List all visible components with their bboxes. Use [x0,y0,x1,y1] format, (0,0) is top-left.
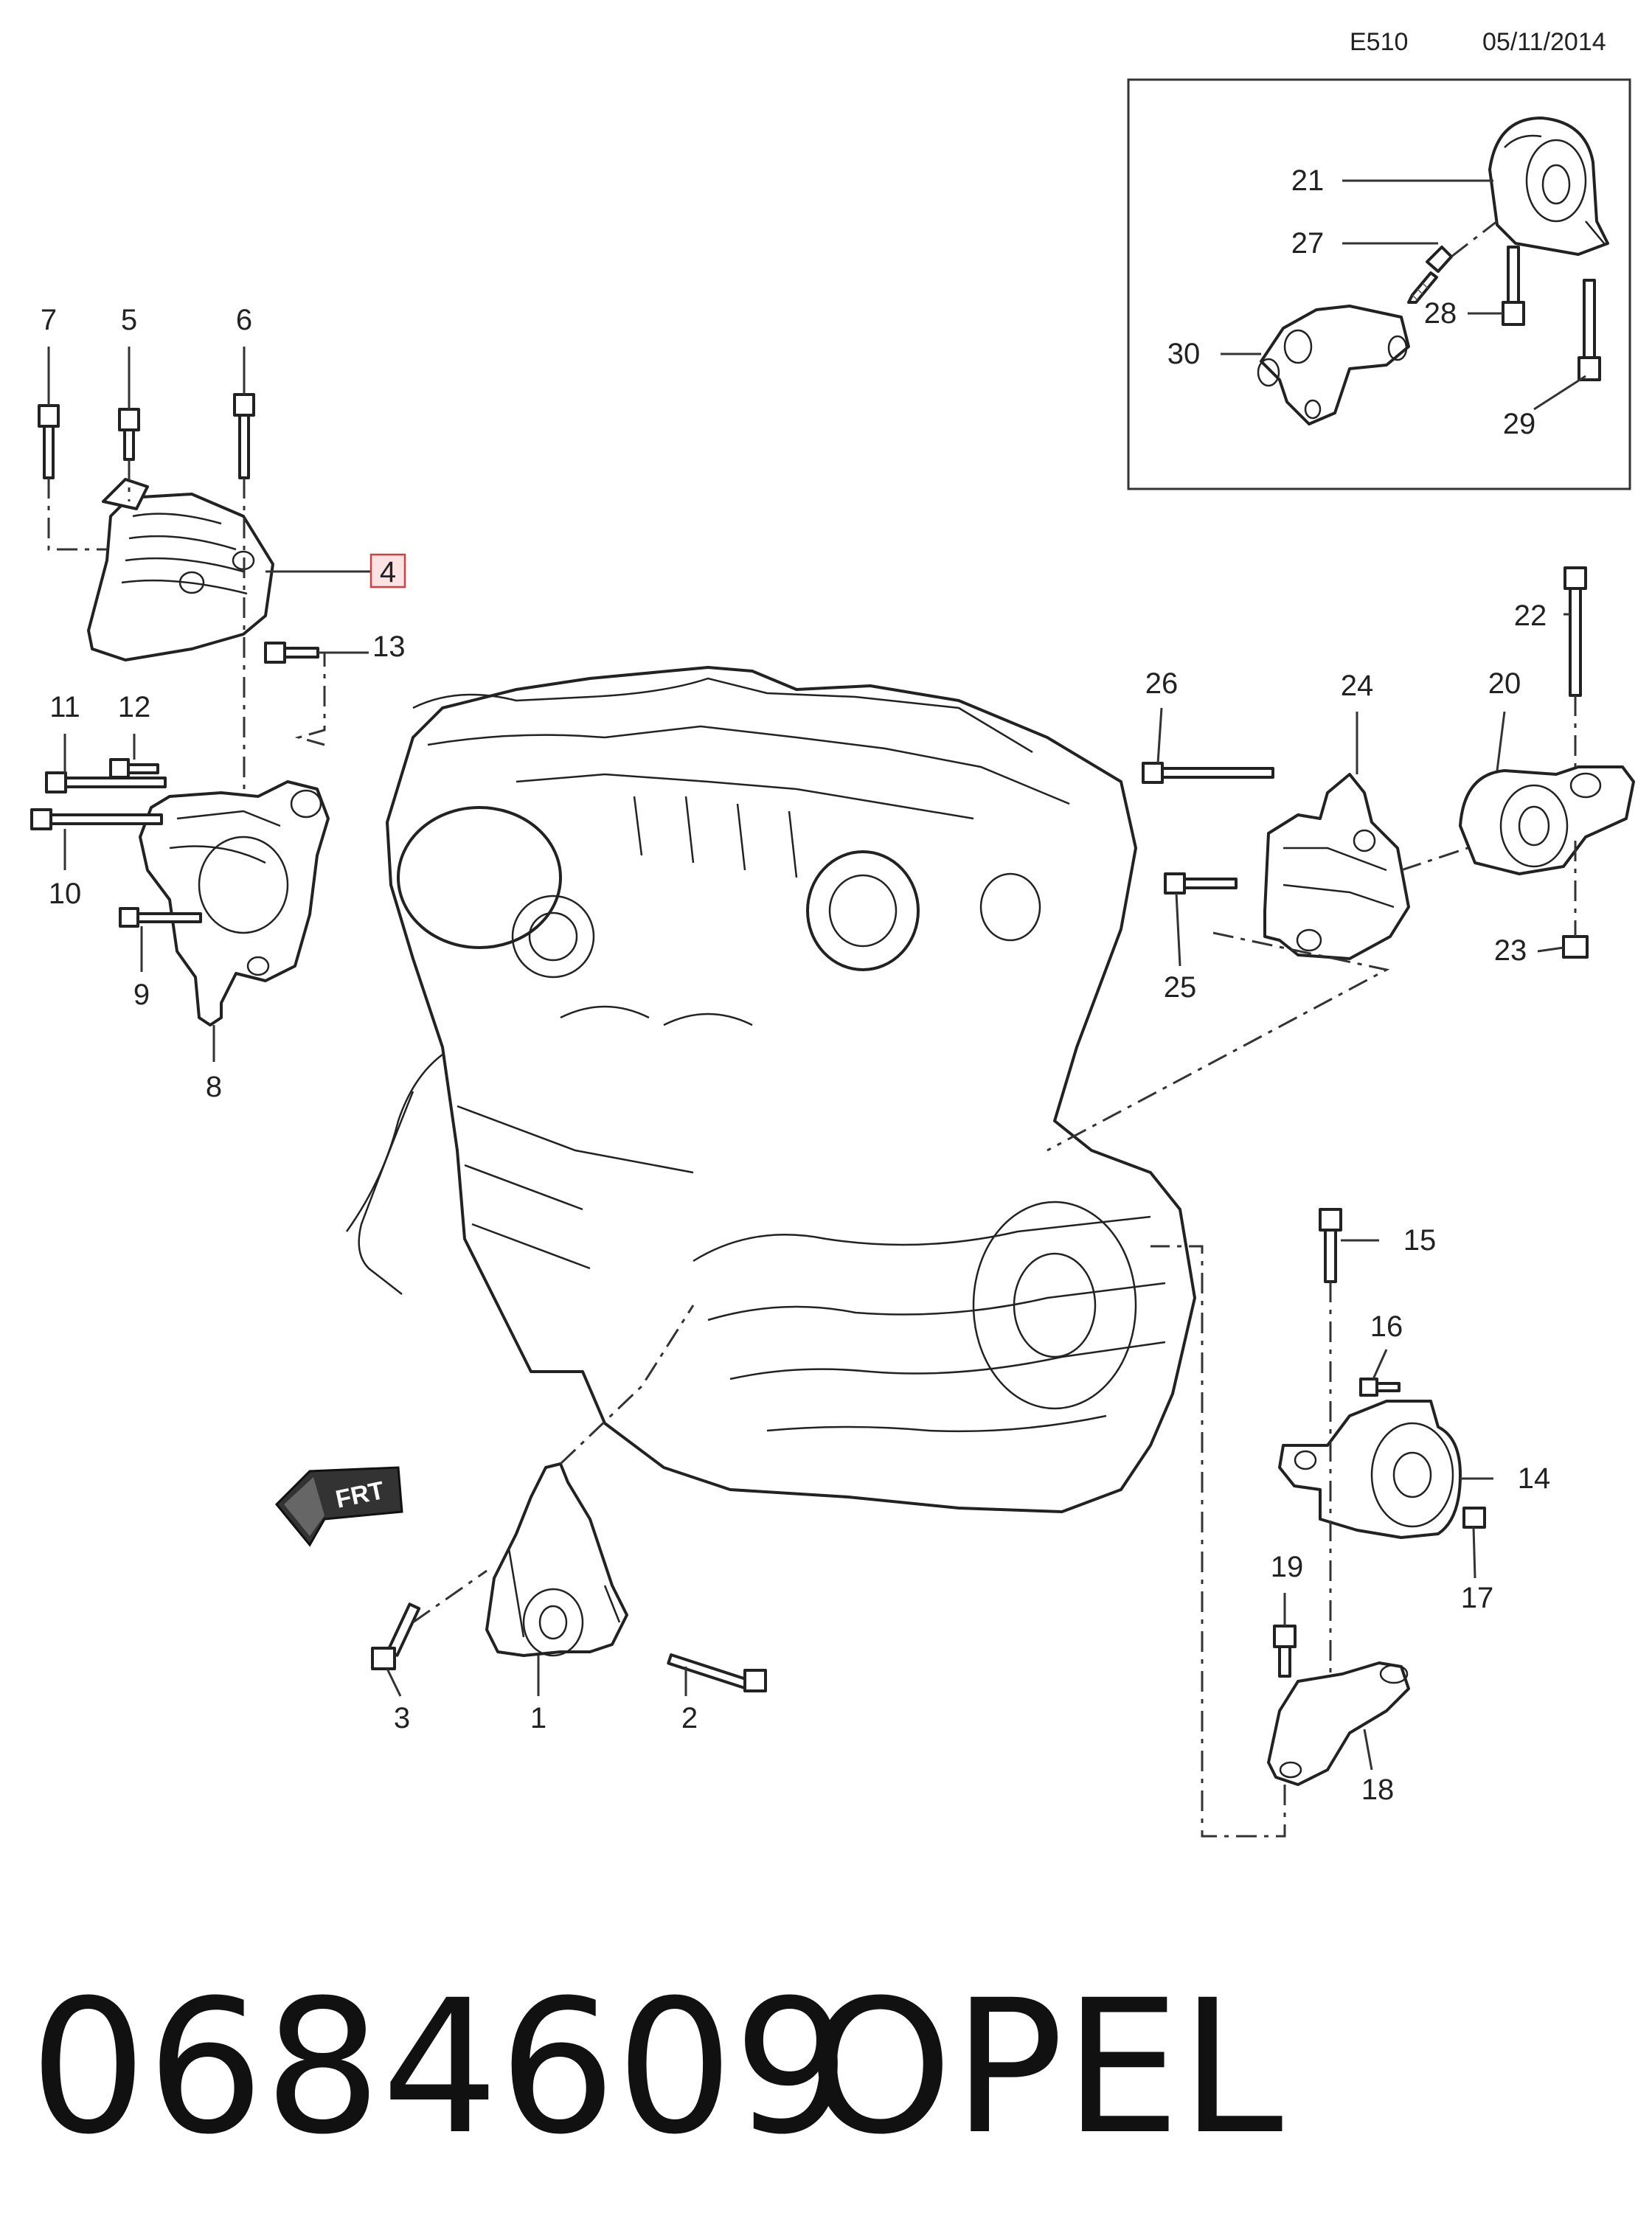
inset-frame [1127,78,1631,490]
assembly-line [47,478,107,551]
part-13-bolt-drawing [264,642,319,664]
assembly-line [1150,1245,1286,1838]
part-14-mount-drawing [1278,1400,1462,1539]
brand-name: OPEL [808,1960,1283,2175]
part-22-bolt-drawing [1564,566,1587,697]
part-24-bracket-drawing [1263,773,1410,960]
leader-line [1363,1729,1373,1771]
assembly-line [412,1569,487,1624]
part-18-bracket-drawing [1267,1661,1410,1786]
part-30-bracket-drawing [1257,305,1410,425]
part-11-bolt-drawing [45,771,167,793]
part-3-bolt-drawing [371,1602,421,1670]
leader-line [1372,1349,1388,1380]
callout-2: 2 [681,1702,698,1734]
callout-11: 11 [49,691,80,723]
part-12-bolt-drawing [109,758,159,779]
callout-23: 23 [1494,934,1527,967]
leader-line [386,1668,402,1697]
part-4-engine-mount-drawing [87,478,274,661]
leader-line [1156,707,1163,764]
part-29-bolt-drawing [1578,279,1601,381]
part-27-bolt-drawing [1407,246,1453,304]
callout-14: 14 [1518,1462,1551,1495]
part-17-nut-drawing [1462,1507,1486,1529]
callout-3: 3 [394,1702,410,1734]
callout-21: 21 [1291,164,1325,197]
front-direction-arrow-icon: FRT [274,1466,403,1547]
part-23-nut-drawing [1562,935,1589,959]
callout-27: 27 [1291,227,1325,260]
leader-line [1533,375,1586,411]
part-21-mount-drawing [1488,117,1609,256]
part-1-mount-drawing [485,1462,628,1657]
callout-10: 10 [49,878,82,910]
part-number: 0684609 [30,1960,850,2175]
part-5-bolt-drawing [118,408,140,461]
callout-16: 16 [1370,1310,1403,1343]
part-15-bolt-drawing [1319,1208,1342,1283]
part-28-bolt-drawing [1502,246,1525,326]
part-9-bolt-drawing [119,907,202,928]
engine-gearbox-assembly-drawing [345,666,1196,1513]
part-6-bolt-drawing [233,393,255,479]
callout-12: 12 [118,691,151,723]
diagram-code: E510 [1350,28,1408,56]
callout-6: 6 [236,304,252,336]
callout-9: 9 [133,979,150,1011]
part-25-bolt-drawing [1164,872,1238,895]
highlight-box-callout-4[interactable] [369,553,406,588]
callout-29: 29 [1503,408,1536,440]
leader-line [1175,892,1181,967]
callout-1: 1 [530,1702,546,1734]
callout-5: 5 [121,304,137,336]
callout-18: 18 [1361,1774,1395,1806]
leader-line [1537,946,1564,953]
callout-30: 30 [1167,338,1201,370]
part-7-bolt-drawing [38,404,60,479]
part-8-bracket-drawing [139,780,330,1027]
callout-24: 24 [1341,670,1374,702]
callout-15: 15 [1403,1224,1437,1257]
part-10-bolt-drawing [30,808,163,830]
callout-7: 7 [41,304,57,336]
assembly-line [294,651,326,746]
part-20-mount-drawing [1459,765,1635,875]
leader-line [1496,711,1506,771]
callout-13: 13 [372,631,406,663]
callout-17: 17 [1461,1582,1494,1614]
callout-8: 8 [206,1071,222,1103]
part-2-bolt-drawing [667,1653,767,1692]
assembly-line [559,1305,695,1465]
part-16-bolt-drawing [1359,1378,1401,1397]
part-26-bolt-drawing [1142,762,1274,784]
callout-25: 25 [1164,971,1197,1004]
assembly-line [1401,847,1468,872]
diagram-date: 05/11/2014 [1482,28,1606,56]
assembly-line [1047,931,1390,1152]
part-19-bolt-drawing [1273,1625,1297,1678]
callout-22: 22 [1514,600,1547,632]
callout-4[interactable]: 4 [380,556,396,588]
leader-line [1472,1526,1476,1579]
callout-28: 28 [1424,297,1457,330]
callout-19: 19 [1271,1551,1304,1583]
assembly-line [1451,220,1498,258]
callout-26: 26 [1145,667,1179,700]
callout-20: 20 [1488,667,1521,700]
